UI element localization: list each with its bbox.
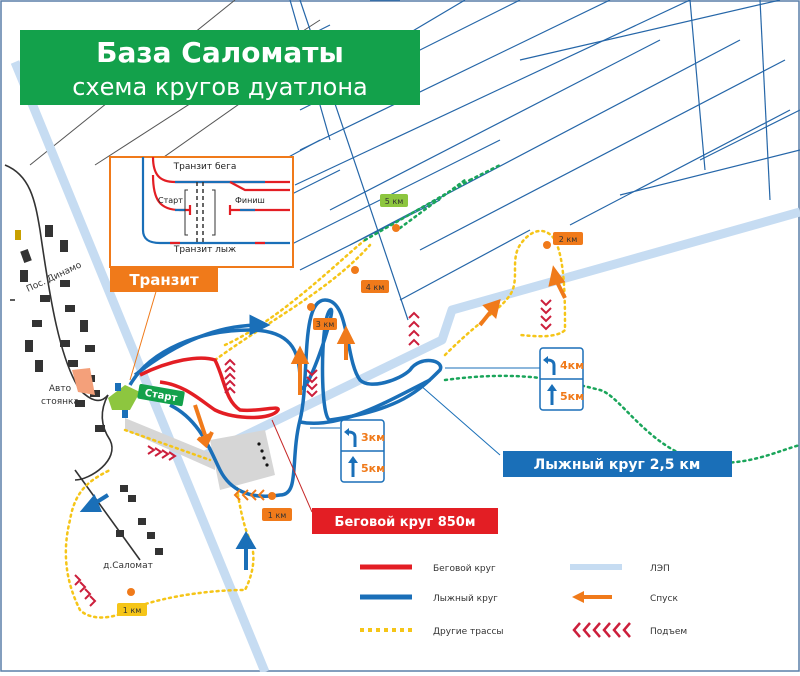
orange-chevrons — [233, 489, 265, 501]
transit-callout-line — [129, 277, 161, 381]
legend: Беговой круг Лыжный круг Другие трассы Л… — [433, 564, 687, 637]
start-sign: Старт — [137, 383, 185, 407]
km1-other-label: 1 км — [123, 606, 142, 615]
ski-loop-lower — [299, 378, 431, 425]
title-box — [20, 30, 420, 105]
km-labels: 1 км 1 км 2 км 3 км 4 км 5 км — [117, 194, 583, 616]
ski-callout-line — [419, 384, 501, 456]
transit-label: Транзит — [129, 271, 199, 289]
ski-loop-callout — [503, 451, 732, 477]
descent-arrows — [193, 265, 567, 449]
ski-loop-callout-label: Лыжный круг 2,5 км — [534, 457, 701, 473]
climb-markers — [74, 299, 552, 607]
transit-finish-label: Финиш — [235, 196, 265, 205]
trail-direction-arrows — [79, 493, 257, 570]
village-label: д.Саломат — [103, 561, 153, 571]
legend-descent: Спуск — [650, 594, 678, 604]
parking-label-2: стоянка — [41, 397, 79, 407]
km1-run-label: 1 км — [268, 511, 287, 520]
sign2-turn-label: 4км — [560, 359, 584, 372]
transit-run-label: Транзит бега — [173, 162, 237, 172]
legend-power-line: ЛЭП — [650, 564, 670, 574]
title-line-1: База Саломаты — [96, 36, 344, 69]
sign-texts: 3км 5км 4км 5км — [361, 359, 584, 475]
legend-marks — [360, 564, 631, 638]
parking-label-1: Авто — [49, 384, 72, 394]
5km-trail — [363, 163, 800, 464]
km2-label: 2 км — [559, 235, 578, 244]
run-loop — [139, 356, 280, 420]
title-line-2: схема кругов дуатлона — [72, 73, 368, 101]
ski-loop-start — [133, 314, 271, 377]
run-loop-callout-label: Беговой круг 850м — [335, 515, 476, 530]
km4-label: 4 км — [366, 283, 385, 292]
transit-ski-label: Транзит лыж — [173, 245, 236, 255]
km5-label: 5 км — [385, 197, 404, 206]
legend-run: Беговой круг — [433, 564, 496, 574]
legend-climb: Подъем — [650, 627, 687, 637]
gray-strip — [125, 418, 215, 470]
sign1-turn-label: 3км — [361, 431, 385, 444]
km3-label: 3 км — [316, 320, 335, 329]
run-loop-callout — [312, 508, 498, 534]
km-dots — [127, 224, 551, 596]
legend-other: Другие трассы — [433, 627, 504, 637]
run-callout-line — [271, 419, 313, 513]
transit-label-box — [110, 267, 218, 292]
stands-dots — [257, 442, 269, 467]
sign-1 — [340, 419, 385, 483]
transit-start-label: Старт — [158, 196, 183, 205]
houses — [15, 225, 163, 555]
sign1-straight-label: 5км — [361, 462, 385, 475]
parking-area — [72, 368, 95, 395]
start-area — [108, 385, 140, 410]
sign2-straight-label: 5км — [560, 390, 584, 403]
legend-ski: Лыжный круг — [433, 594, 498, 604]
transit-inset-diagram — [109, 156, 294, 268]
sign-2 — [539, 347, 584, 411]
